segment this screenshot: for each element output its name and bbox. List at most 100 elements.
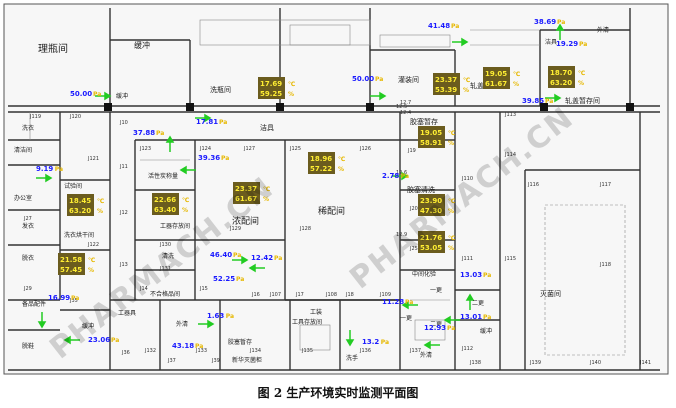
room-number: J129 [229,226,241,232]
room-label: 外清 [420,351,432,359]
figure-caption: 图 2 生产环境实时监测平面图 [257,386,419,400]
room-label: 新华灭菌柜 [232,356,262,364]
temp-unit: ℃ [448,130,455,137]
room-number: J122 [87,242,99,248]
temp-value: 18.70 [550,69,572,77]
room-number: J135 [301,348,313,354]
room-label: 浓配间 [232,215,259,227]
humidity-value: 58.91 [420,139,442,147]
humidity-value: 61.67 [235,195,257,203]
room-number: J128 [299,226,311,232]
room-label: 灭菌间 [540,289,561,298]
pressure-unit: Pa [55,166,63,173]
room-number: J140 [589,360,601,366]
pressure-unit: Pa [451,23,459,30]
temp-value: 23.37 [435,76,457,84]
humidity-unit: % [513,81,519,88]
pressure-value: 9.19 [36,165,53,173]
pressure-value: 12.93 [424,324,446,332]
room-label: 脱鞋 [22,342,34,350]
room-number: J116 [527,182,539,188]
room-label: 洗衣 [22,124,34,132]
room-number: J134 [249,348,261,354]
env-box [548,66,575,88]
room-label: 胶塞暂存 [228,338,252,346]
pressure-value: 12.42 [251,254,273,262]
temp-unit: ℃ [88,257,95,264]
room-number: J25 [409,246,418,252]
pressure-value: 39.85 [522,97,544,105]
room-number: J124 [199,146,211,152]
env-box [258,77,285,99]
room-number: J20 [409,206,418,212]
room-number: J117 [599,182,611,188]
room-number: J127 [243,146,255,152]
humidity-value: 63.20 [69,207,91,215]
temp-value: 18.45 [69,197,91,205]
room-label: 洗手 [346,354,358,362]
room-label: 洗瓶间 [210,85,231,94]
room-label: 外清 [597,26,609,34]
room-number: J108 [325,292,337,298]
room-label: 稀配间 [318,205,345,217]
room-number: J110 [461,176,473,182]
env-box [233,182,260,204]
room-label: 清洁间 [14,146,32,154]
room-number: J114 [504,152,516,158]
room-number: J16 [251,292,260,298]
pressure-value: 39.36 [198,154,220,162]
room-number: J17 [295,292,304,298]
room-number: J133 [195,348,207,354]
pressure-unit: Pa [156,130,164,137]
room-label: 灌装间 [398,75,419,84]
room-label: 轧盖间 [470,81,491,90]
temp-unit: ℃ [263,186,270,193]
pressure-unit: Pa [236,276,244,283]
humidity-unit: % [448,245,454,252]
humidity-unit: % [288,91,294,98]
room-number: J36 [121,350,130,356]
pressure-value: 13.2 [362,338,379,346]
room-labels: 理瓶间 缓冲 洗瓶间 灌装间 轧盖间 轧盖暂存间 洁具 洗衣 清洁间 办公室 试… [14,26,609,364]
humidity-unit: % [578,80,584,87]
room-number: J107 [269,292,281,298]
room-number: J115 [504,256,516,262]
humidity-unit: % [463,87,469,94]
pressure-value: 23.06 [88,336,110,344]
room-number: J13 [119,262,128,268]
env-box [418,194,445,216]
pressure-unit: Pa [545,98,553,105]
room-number: J18 [345,292,354,298]
room-number: J19 [407,148,416,154]
humidity-value: 59.25 [260,90,282,98]
room-label: 中间化验 [412,270,436,278]
humidity-value: 53.39 [435,86,457,94]
temp-unit: ℃ [463,77,470,84]
pressure-value: 16.99 [48,294,70,302]
room-number: J11 [119,164,128,170]
temp-value: 23.90 [420,197,442,205]
humidity-value: 53.05 [420,244,442,252]
room-number: J123 [139,146,151,152]
pressure-value: 1.63 [207,312,224,320]
pressure-unit: Pa [111,337,119,344]
airflow-arrows [36,23,565,350]
columns [104,103,634,111]
pressure-value: 50.00 [352,75,374,83]
pressure-unit: Pa [483,314,491,321]
floor-plan: 理瓶间 缓冲 洗瓶间 灌装间 轧盖间 轧盖暂存间 洁具 洗衣 清洁间 办公室 试… [3,3,669,375]
temp-unit: ℃ [448,198,455,205]
room-number: J120 [69,114,81,120]
humidity-unit: % [97,208,103,215]
room-label: 试验间 [64,182,82,190]
room-number: J39 [211,358,220,364]
temp-value: 17.69 [260,80,282,88]
room-label: 二更 [430,321,442,328]
room-number: J121 [87,156,99,162]
temp-unit: ℃ [578,70,585,77]
room-label: 缓冲 [480,327,492,335]
room-number: J37 [167,358,176,364]
room-number: J126 [359,146,371,152]
detail-lines [29,19,626,356]
room-label: 外清 [176,320,188,328]
